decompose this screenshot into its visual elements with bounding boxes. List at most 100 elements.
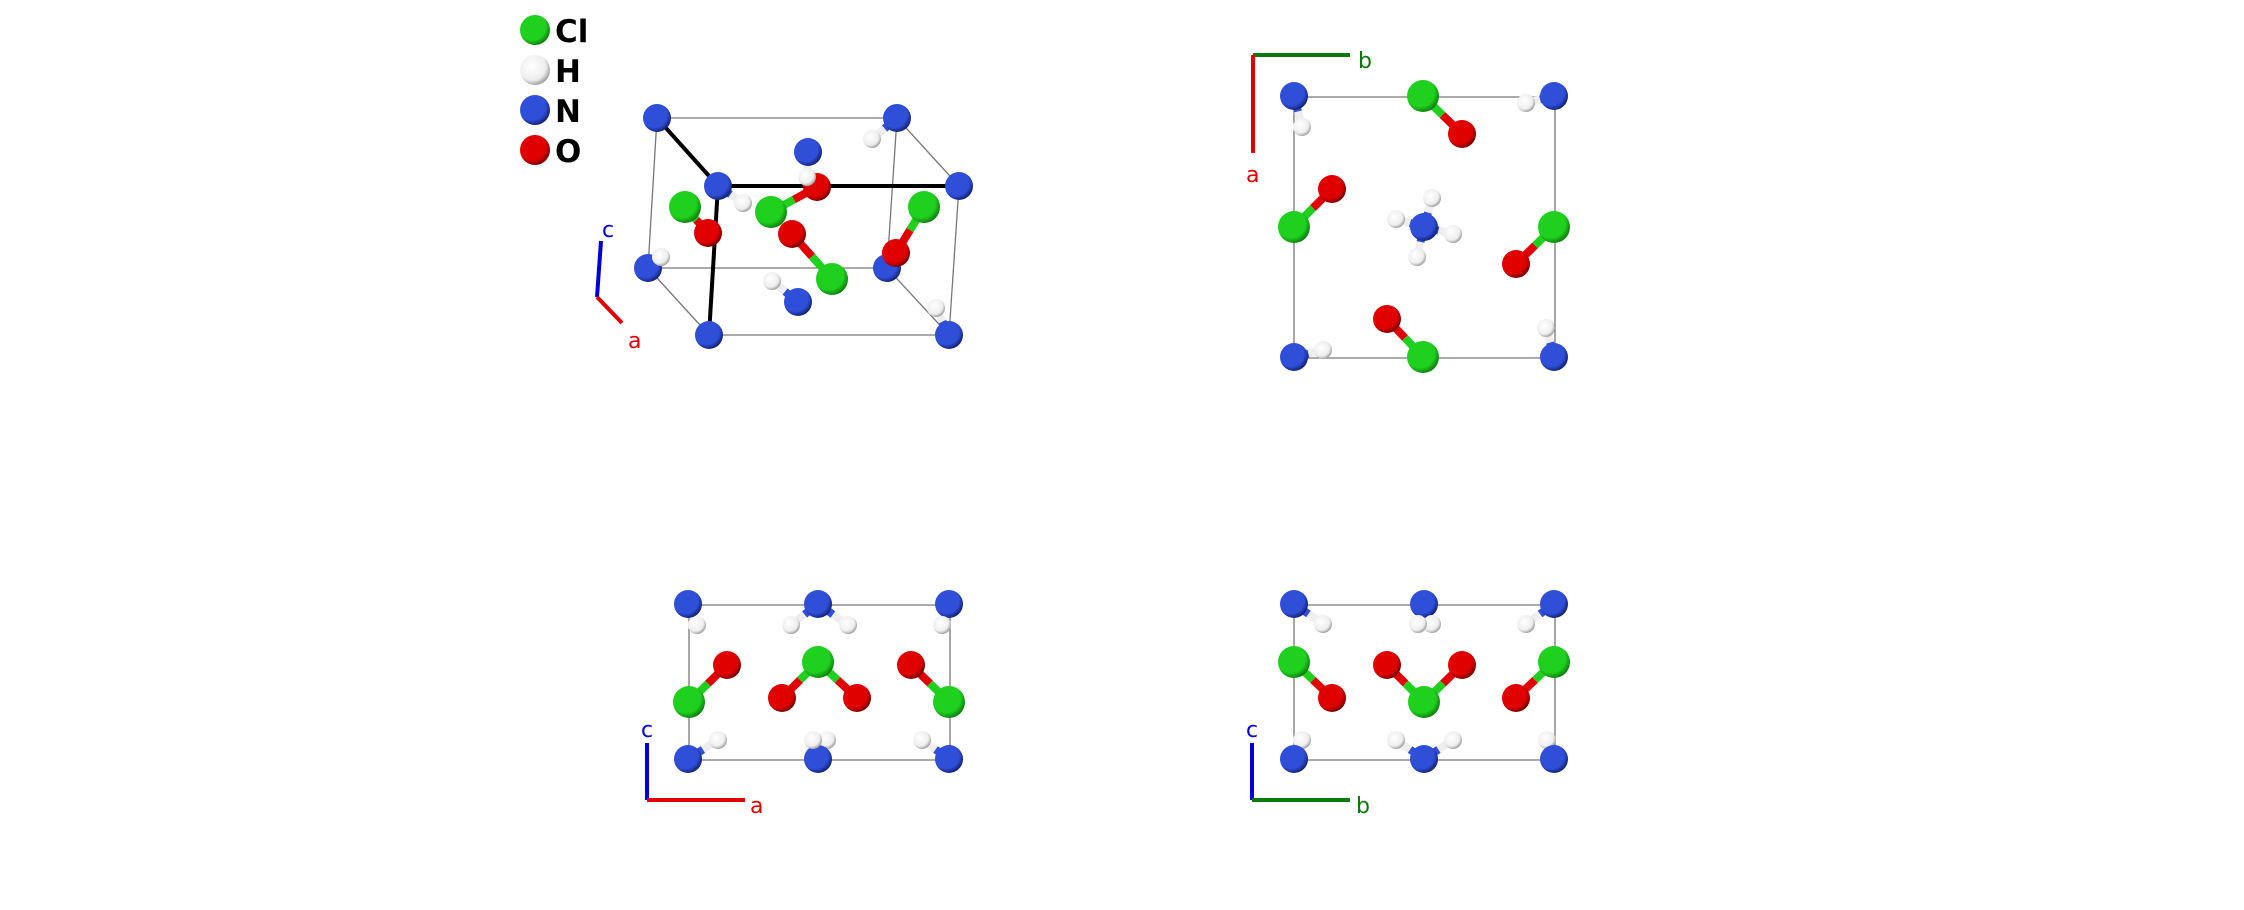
atom-o	[882, 239, 910, 267]
atom-h	[652, 248, 670, 266]
atom-cl	[908, 191, 940, 223]
panel-view-along-a: c b	[1246, 590, 1570, 819]
atom-h	[927, 299, 945, 317]
atom-cl	[669, 191, 701, 223]
atom-n	[704, 172, 732, 200]
atom-n	[1540, 82, 1568, 110]
unit-cell-edge	[647, 267, 710, 336]
legend-label-cl: Cl	[555, 14, 588, 50]
atom-h	[1314, 341, 1332, 359]
unit-cell-edge	[886, 267, 950, 336]
atom-n	[804, 745, 832, 773]
atom-h	[1444, 731, 1462, 749]
legend-swatch-cl	[520, 15, 550, 45]
c-axis-arrow	[595, 240, 603, 298]
legend-label-n: N	[555, 94, 581, 130]
axis-label-a: a	[1246, 163, 1259, 188]
atom-n	[784, 288, 812, 316]
atom-h	[1387, 210, 1405, 228]
atom-o	[694, 219, 722, 247]
axis-label-a: a	[628, 329, 641, 354]
atom-n	[945, 172, 973, 200]
atom-h	[763, 272, 781, 290]
atom-o	[1448, 120, 1476, 148]
atom-h	[709, 731, 727, 749]
panel-perspective-view: c a	[595, 104, 973, 354]
axis-label-b: b	[1358, 49, 1372, 74]
unit-cell-edge	[647, 117, 658, 269]
atom-cl	[673, 686, 705, 718]
panel-view-along-b: c a	[641, 590, 965, 819]
atom-h	[1423, 615, 1441, 633]
atom-n	[643, 104, 671, 132]
atom-h	[1314, 615, 1332, 633]
panel-view-along-c: b a	[1246, 49, 1570, 373]
legend-label-h: H	[555, 54, 581, 90]
atom-cl	[1538, 211, 1570, 243]
atom-o	[1373, 305, 1401, 333]
atom-h	[782, 616, 800, 634]
atom-o	[1373, 651, 1401, 679]
atom-cl	[1407, 341, 1439, 373]
axis-label-b: b	[1356, 794, 1370, 819]
legend-swatch-o	[520, 135, 550, 165]
atom-n	[935, 590, 963, 618]
a-axis-arrow	[595, 295, 624, 325]
atom-n	[935, 745, 963, 773]
atom-n	[1410, 745, 1438, 773]
atom-cl	[1408, 686, 1440, 718]
atom-cl	[755, 196, 787, 228]
atom-n	[674, 745, 702, 773]
atom-n	[794, 138, 822, 166]
atom-n	[804, 590, 832, 618]
atom-h	[1293, 118, 1311, 136]
atom-o	[1318, 684, 1346, 712]
atom-cl	[1407, 80, 1439, 112]
atom-o	[768, 684, 796, 712]
atom-n	[883, 104, 911, 132]
atom-cl	[933, 686, 965, 718]
atom-h	[1537, 319, 1555, 337]
atom-o	[713, 651, 741, 679]
atom-h	[798, 168, 816, 186]
atom-n	[1540, 590, 1568, 618]
atom-o	[897, 651, 925, 679]
atom-h	[1538, 731, 1556, 749]
atom-cl	[1278, 211, 1310, 243]
atom-h	[1517, 94, 1535, 112]
atom-h	[1387, 731, 1405, 749]
atom-n	[674, 590, 702, 618]
atom-h	[1293, 731, 1311, 749]
legend-swatch-h	[520, 55, 550, 85]
atom-h	[1444, 225, 1462, 243]
atom-o	[1448, 651, 1476, 679]
atom-h	[839, 616, 857, 634]
atom-h	[804, 731, 822, 749]
axis-label-c: c	[641, 718, 653, 743]
atom-n	[1280, 745, 1308, 773]
atom-n	[1410, 590, 1438, 618]
atom-h	[1517, 615, 1535, 633]
axis-label-c: c	[1246, 718, 1258, 743]
atom-o	[1502, 684, 1530, 712]
legend-swatch-n	[520, 95, 550, 125]
atom-n	[1280, 343, 1308, 371]
axis-label-c: c	[602, 218, 614, 243]
atom-cl	[1538, 646, 1570, 678]
atom-h	[1409, 615, 1427, 633]
atom-h	[818, 731, 836, 749]
atom-cl	[816, 263, 848, 295]
atom-h	[734, 194, 752, 212]
atom-n	[1540, 343, 1568, 371]
atom-o	[843, 684, 871, 712]
atom-o	[1502, 250, 1530, 278]
unit-cell-edge	[896, 117, 960, 187]
atom-n	[695, 321, 723, 349]
atom-cl	[1278, 646, 1310, 678]
atom-n	[1410, 213, 1438, 241]
atom-cl	[802, 646, 834, 678]
unit-cell-edge	[707, 185, 720, 336]
legend-label-o: O	[555, 134, 581, 170]
atom-n	[1280, 590, 1308, 618]
